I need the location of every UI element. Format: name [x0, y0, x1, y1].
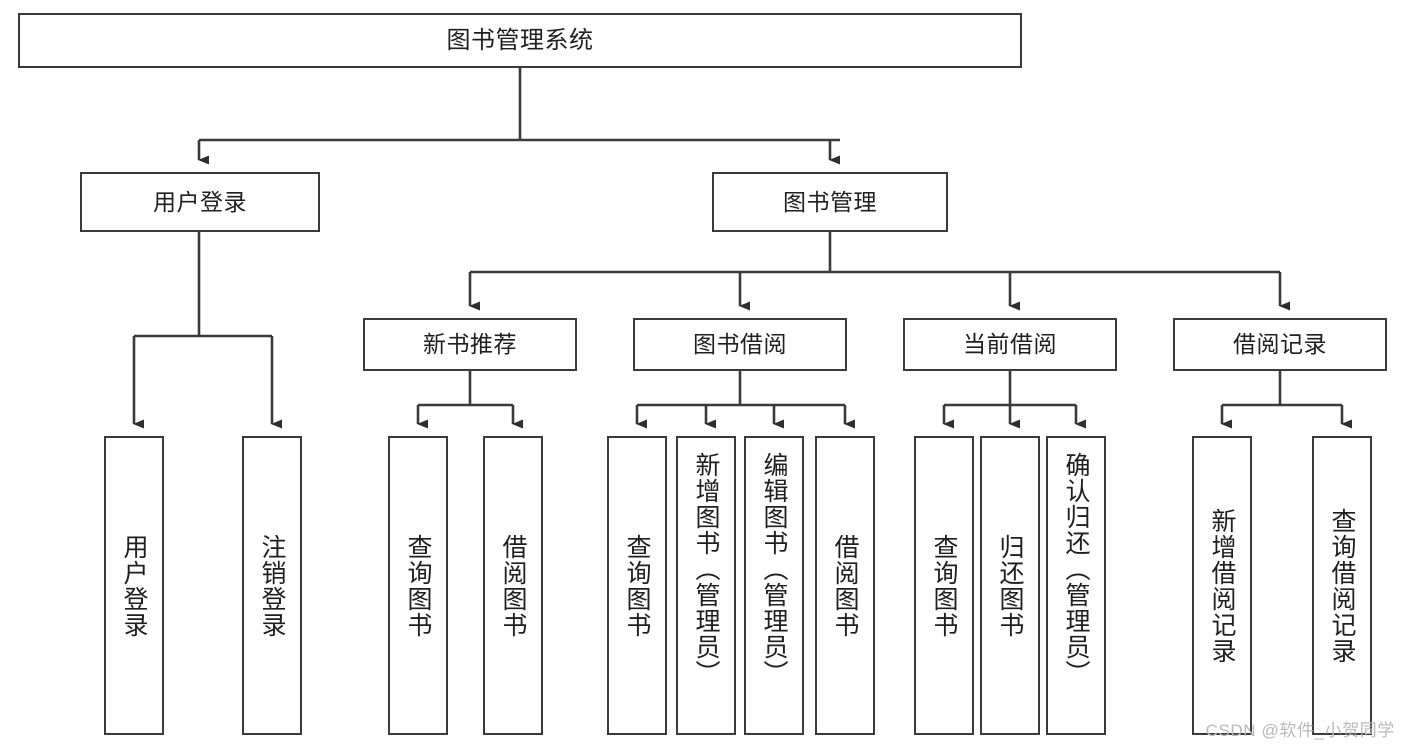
node-leaf-query-book-2-label: 查询图书	[623, 533, 651, 638]
node-leaf-borrow-book-1[interactable]: 借阅图书	[483, 436, 543, 735]
node-leaf-confirm-return-label: 确认归还（管理员）	[1062, 452, 1090, 686]
node-leaf-logout-login[interactable]: 注销登录	[242, 436, 302, 735]
node-leaf-add-book[interactable]: 新增图书（管理员）	[676, 436, 736, 735]
node-leaf-query-book-1[interactable]: 查询图书	[388, 436, 448, 735]
node-new-book-recommend[interactable]: 新书推荐	[363, 318, 577, 371]
node-borrow-record[interactable]: 借阅记录	[1173, 318, 1387, 371]
node-leaf-user-login-label: 用户登录	[120, 533, 148, 638]
node-user-login[interactable]: 用户登录	[80, 172, 320, 232]
node-root[interactable]: 图书管理系统	[18, 13, 1022, 68]
node-leaf-query-book-1-label: 查询图书	[404, 533, 432, 638]
node-leaf-edit-book-label: 编辑图书（管理员）	[760, 452, 788, 686]
node-leaf-query-book-3-label: 查询图书	[930, 533, 958, 638]
node-user-login-label: 用户登录	[153, 188, 247, 215]
node-leaf-return-book[interactable]: 归还图书	[980, 436, 1040, 735]
node-new-book-recommend-label: 新书推荐	[423, 331, 517, 358]
node-leaf-query-record[interactable]: 查询借阅记录	[1312, 436, 1372, 735]
node-leaf-confirm-return[interactable]: 确认归还（管理员）	[1046, 436, 1106, 735]
node-leaf-borrow-book-1-label: 借阅图书	[499, 533, 527, 638]
node-book-manage-label: 图书管理	[783, 188, 877, 215]
csdn-watermark: CSDN @软件_小贺同学	[1205, 721, 1395, 740]
node-leaf-add-book-label: 新增图书（管理员）	[692, 452, 720, 686]
node-leaf-return-book-label: 归还图书	[996, 533, 1024, 638]
node-leaf-logout-login-label: 注销登录	[258, 533, 286, 638]
node-leaf-borrow-book-2[interactable]: 借阅图书	[815, 436, 875, 735]
node-current-borrow-label: 当前借阅	[963, 331, 1057, 358]
node-book-borrow-label: 图书借阅	[693, 331, 787, 358]
node-leaf-query-book-2[interactable]: 查询图书	[607, 436, 667, 735]
node-leaf-borrow-book-2-label: 借阅图书	[831, 533, 859, 638]
node-book-manage[interactable]: 图书管理	[712, 172, 948, 232]
node-leaf-query-book-3[interactable]: 查询图书	[914, 436, 974, 735]
node-leaf-user-login[interactable]: 用户登录	[104, 436, 164, 735]
node-leaf-add-record[interactable]: 新增借阅记录	[1192, 436, 1252, 735]
node-leaf-query-record-label: 查询借阅记录	[1328, 507, 1356, 664]
node-leaf-add-record-label: 新增借阅记录	[1208, 507, 1236, 664]
node-current-borrow[interactable]: 当前借阅	[903, 318, 1117, 371]
node-leaf-edit-book[interactable]: 编辑图书（管理员）	[744, 436, 804, 735]
node-borrow-record-label: 借阅记录	[1233, 331, 1327, 358]
node-book-borrow[interactable]: 图书借阅	[633, 318, 847, 371]
node-root-label: 图书管理系统	[446, 26, 594, 54]
